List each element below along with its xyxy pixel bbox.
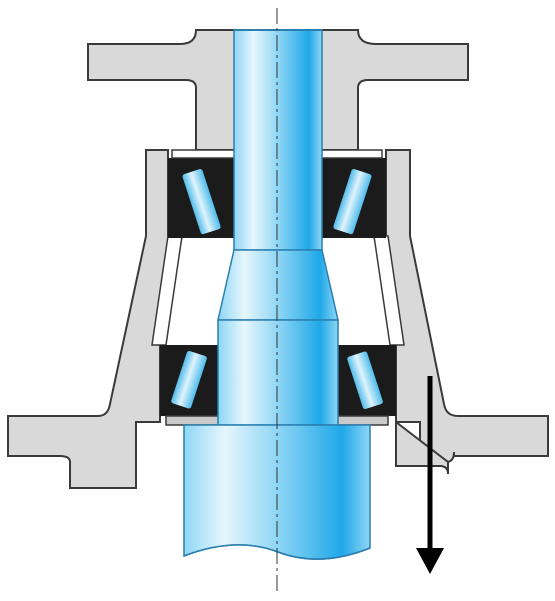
shaft-break-line — [183, 544, 371, 560]
lower-right-bearing — [338, 345, 396, 416]
upper-housing — [87, 29, 237, 151]
lower-housing-left — [7, 149, 184, 489]
roller — [181, 168, 222, 236]
load-arrow — [416, 376, 444, 574]
lower-housing-right-lip — [395, 419, 449, 475]
roller — [332, 168, 373, 236]
upper-housing-right — [319, 29, 469, 151]
lower-housing-right — [372, 149, 549, 463]
upper-left-bearing — [168, 149, 237, 238]
shaft — [183, 29, 371, 560]
lower-left-bearing — [160, 345, 218, 416]
roller — [346, 350, 384, 411]
upper-right-bearing — [319, 149, 386, 238]
roller — [170, 349, 208, 410]
